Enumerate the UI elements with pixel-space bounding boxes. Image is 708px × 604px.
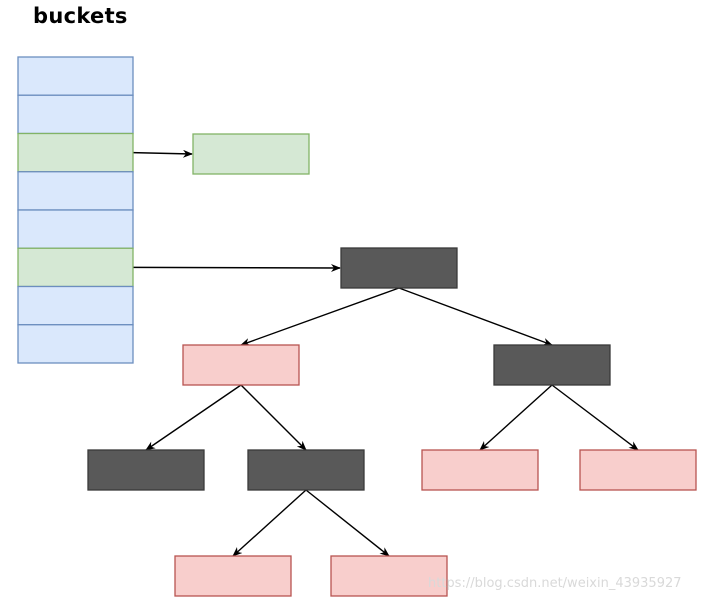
edge-lr-to-lrl: [232, 489, 307, 557]
list-node: [192, 133, 310, 175]
edge-bucket-5-to-root: [132, 263, 341, 272]
edge-r-to-rl: [479, 384, 553, 451]
bucket-6: [17, 285, 134, 326]
bucket-0: [17, 56, 134, 96]
black-tree-node-ll: [87, 449, 205, 491]
bucket-4: [17, 209, 134, 249]
black-tree-node-root: [340, 247, 458, 289]
edge-bucket-2-to-list-node: [132, 149, 193, 158]
buckets-title: buckets: [33, 4, 128, 28]
edge-r-to-rr: [551, 384, 639, 451]
red-tree-node-lrl: [174, 555, 292, 597]
edge-lr-to-lrr: [305, 489, 390, 557]
red-tree-node-lrr: [330, 555, 448, 597]
bucket-array: [17, 56, 134, 364]
edge-root-to-r: [398, 287, 553, 346]
edge-root-to-l: [240, 287, 400, 346]
bucket-2: [17, 132, 134, 173]
black-tree-node-r: [493, 344, 611, 386]
watermark: https://blog.csdn.net/weixin_43935927: [428, 576, 682, 591]
red-tree-node-l: [182, 344, 300, 386]
bucket-1: [17, 94, 134, 135]
bucket-3: [17, 171, 134, 211]
red-tree-node-rr: [579, 449, 697, 491]
nodes-layer: [87, 133, 697, 597]
edge-l-to-ll: [145, 384, 242, 451]
black-tree-node-lr: [247, 449, 365, 491]
bucket-5: [17, 247, 134, 288]
bucket-7: [17, 324, 134, 364]
edges-layer: [132, 149, 639, 557]
red-tree-node-rl: [421, 449, 539, 491]
edge-l-to-lr: [240, 384, 307, 451]
